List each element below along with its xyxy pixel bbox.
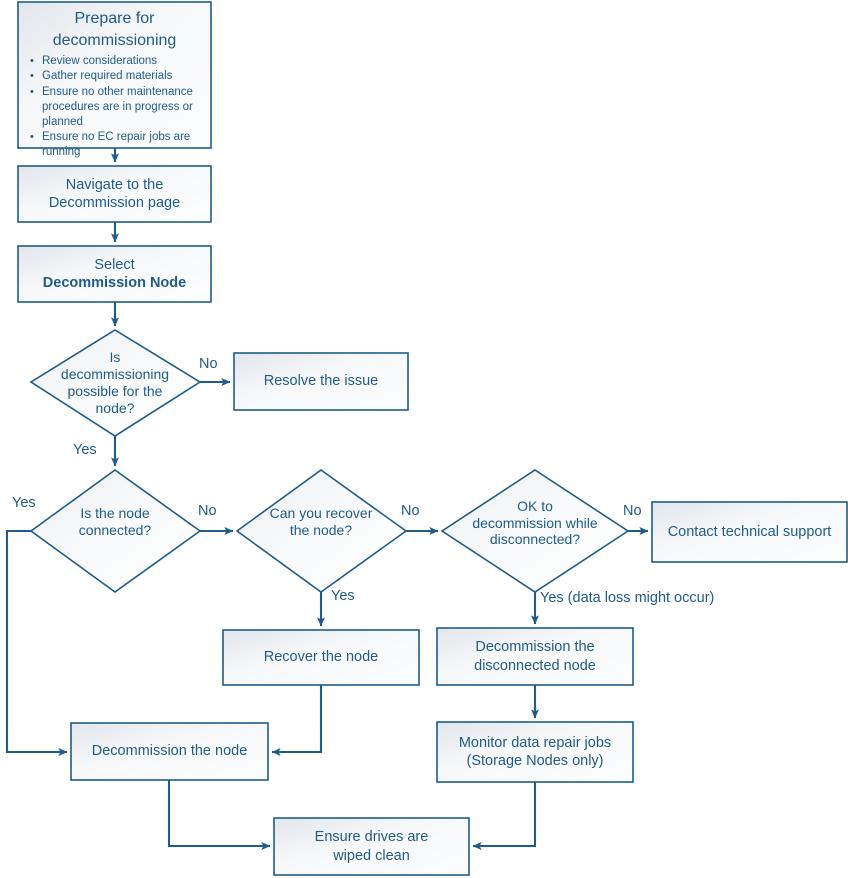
decision-decommission-possible-shape[interactable] <box>29 329 202 437</box>
list-item: Ensure no EC repair jobs are running <box>30 130 203 160</box>
decision-node-connected-shape[interactable] <box>29 469 202 593</box>
node-monitor-repair-shape[interactable] <box>436 721 634 783</box>
edge-label-possible-no: No <box>199 356 218 372</box>
edge-label-ok-yes: Yes (data loss might occur) <box>540 590 715 606</box>
node-decommission-node-shape[interactable] <box>70 722 269 781</box>
edge-label-recover-yes: Yes <box>331 588 355 604</box>
edge-label-connected-yes: Yes <box>12 495 36 511</box>
decision-ok-disconnected-shape[interactable] <box>440 469 630 593</box>
edge-label-possible-yes: Yes <box>73 442 97 458</box>
node-ensure-wiped-shape[interactable] <box>273 817 470 876</box>
node-prepare-title: Prepare for decommissioning <box>52 10 177 49</box>
list-item: Gather required materials <box>30 69 203 84</box>
edge-decommission-node-to-ensure-wiped <box>167 780 271 850</box>
decision-can-recover-shape[interactable] <box>235 469 408 593</box>
edge-monitor-to-ensure-wiped <box>472 782 537 850</box>
edge-label-ok-no: No <box>623 503 642 519</box>
node-navigate-shape[interactable] <box>17 165 212 223</box>
list-item: Ensure no other maintenance procedures a… <box>30 85 203 131</box>
node-resolve-issue-shape[interactable] <box>233 352 409 411</box>
node-prepare-bullet-list: Review considerations Gather required ma… <box>22 54 207 160</box>
node-recover-node-shape[interactable] <box>222 629 420 686</box>
list-item: Review considerations <box>30 54 203 69</box>
edge-recover-node-to-decommission-node <box>271 685 323 756</box>
edge-label-recover-no: No <box>401 503 420 519</box>
node-decommission-disconnected-shape[interactable] <box>436 627 634 686</box>
node-contact-support-shape[interactable] <box>651 501 848 563</box>
node-prepare-content: Prepare for decommissioning Review consi… <box>22 8 207 160</box>
node-select-shape[interactable] <box>17 245 212 303</box>
edge-connected-yes-to-decommission-node <box>5 529 68 756</box>
edge-label-connected-no: No <box>198 503 217 519</box>
